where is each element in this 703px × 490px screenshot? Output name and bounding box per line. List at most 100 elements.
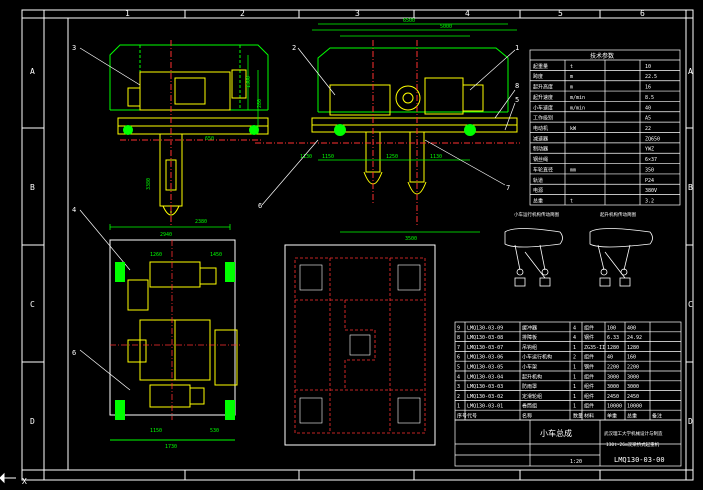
bom-cell: 排障板 — [522, 334, 537, 341]
callout-number: 7 — [506, 184, 510, 192]
bom-cell: 4 — [457, 374, 460, 380]
tech-table-cell: 起升速度 — [533, 94, 553, 101]
bom-header-cell: 单重 — [607, 413, 617, 420]
zone-number: 6 — [640, 9, 645, 18]
dim-label: 1150 — [150, 428, 162, 434]
title-block[interactable] — [454, 419, 682, 467]
bom-cell: 1 — [573, 345, 576, 351]
dim-label: 1260 — [150, 252, 162, 258]
tech-table-cell: t — [570, 64, 573, 70]
tech-table-cell: 工作级别 — [533, 115, 553, 122]
zone-letter: A — [30, 67, 35, 76]
tech-table-cell: 6×37 — [645, 157, 657, 163]
bom-cell: 1 — [457, 404, 460, 410]
tech-table-cell: 16 — [645, 85, 651, 91]
zone-letter: D — [30, 417, 35, 426]
bom-cell: 4 — [573, 325, 576, 331]
bom-cell: 1 — [573, 384, 576, 390]
callout-number: 1 — [515, 44, 519, 52]
callout-number: 6 — [72, 349, 76, 357]
callout-leaders — [79, 47, 516, 391]
bom-cell: 24.92 — [627, 335, 642, 341]
zone-grid — [22, 10, 693, 480]
dim-label: 2940 — [160, 232, 172, 238]
side-view-elevation[interactable]: 2940 2380 3380 1300 280 650 — [109, 40, 269, 238]
zone-labels: 1 2 3 4 5 6 A B C D A B C D — [30, 9, 693, 426]
dim-label: 1730 — [165, 444, 177, 450]
bom-cell: 卷筒组 — [522, 403, 537, 410]
bom-cell: LMQ130-03-09 — [467, 325, 503, 331]
tech-table-cell: m/min — [570, 105, 585, 111]
tech-table-cell: A5 — [645, 116, 651, 122]
bom-cell: 1280 — [627, 345, 639, 351]
tech-table-cell: t — [570, 199, 573, 205]
zone-number: 2 — [240, 9, 245, 18]
bom-cell: LMQ130-03-01 — [467, 404, 503, 410]
zone-number: 1 — [125, 9, 130, 18]
tech-table-cell: 总重 — [533, 198, 543, 205]
plan-view[interactable]: 1260 1450 1150 1730 530 — [109, 239, 240, 450]
bom-cell: 10000 — [627, 404, 642, 410]
transmission-sketch-b[interactable] — [589, 228, 653, 287]
dim-label: 1150 — [322, 154, 334, 160]
dim-label: 5000 — [440, 24, 452, 30]
bom-cell: 4 — [573, 335, 576, 341]
dim-label: 1300 — [246, 76, 252, 88]
zone-letter: D — [688, 417, 693, 426]
bom-cell: 组件 — [584, 403, 594, 410]
bom-cell: 1 — [573, 374, 576, 380]
ucs-cursor-icon — [0, 472, 16, 484]
tech-table-cell: 350 — [645, 167, 654, 173]
bom-cell: 8 — [457, 335, 460, 341]
dim-label: 6500 — [403, 18, 415, 24]
bill-of-materials[interactable] — [454, 321, 682, 421]
bom-header-cell: 序号 — [457, 413, 467, 420]
tech-parameter-table[interactable] — [529, 49, 681, 206]
callout-number: 5 — [515, 96, 519, 104]
dim-label: 650 — [205, 136, 214, 142]
bom-cell: 2 — [573, 355, 576, 361]
bom-cell: LMQ130-03-06 — [467, 355, 503, 361]
tech-table-cell: 减速器 — [533, 135, 548, 142]
front-view-elevation[interactable]: 6500 5000 1150 1250 1130 1130 3500 — [255, 18, 520, 242]
bom-cell: 400 — [627, 325, 636, 331]
bom-cell: 2200 — [627, 365, 639, 371]
zone-number: 5 — [558, 9, 563, 18]
bom-header-cell: 总重 — [627, 413, 637, 420]
tech-table-cell: 22 — [645, 126, 651, 132]
bom-cell: 钢件 — [584, 334, 594, 341]
drawing-code: LMQ130-03-00 — [614, 456, 665, 464]
bom-cell: 40 — [607, 355, 613, 361]
callout-number: 2 — [292, 44, 296, 52]
callout-number: 8 — [515, 82, 519, 90]
tech-table-cell: 小车速度 — [533, 104, 553, 111]
bom-cell: 组件 — [584, 354, 594, 361]
zone-letter: B — [30, 183, 35, 192]
callout-numbers: 3 2 1 8 5 7 6 4 6 — [72, 44, 519, 357]
tech-table-cell: m — [570, 74, 573, 80]
tech-table-cell: P24 — [645, 178, 654, 184]
bom-cell: 2 — [457, 394, 460, 400]
bom-cell: 防雨罩 — [522, 383, 537, 390]
bom-cell: 小车架 — [522, 364, 537, 371]
frame-structure-view[interactable] — [284, 244, 436, 446]
bom-header-cell: 名称 — [522, 413, 532, 420]
bom-cell: 1280 — [607, 345, 619, 351]
scale-value: 1:20 — [570, 459, 582, 465]
dim-label: 3500 — [405, 236, 417, 242]
bom-header-cell: 数量 — [573, 413, 583, 420]
tech-table-cell: 车轮直径 — [533, 166, 553, 173]
drawing-title: 小车总成 — [540, 428, 572, 438]
transmission-sketch-a[interactable] — [504, 228, 563, 287]
tech-table-cell: kW — [570, 126, 577, 132]
zone-letter: B — [688, 183, 693, 192]
tech-table-cell: 电动机 — [533, 125, 548, 132]
bom-cell: 5 — [457, 365, 460, 371]
bom-cell: 组件 — [584, 324, 594, 331]
dim-label: 3380 — [146, 178, 152, 190]
bom-cell: 1 — [573, 404, 576, 410]
dim-label: 1130 — [300, 154, 312, 160]
bom-cell: 7 — [457, 345, 460, 351]
bom-cell: 10000 — [607, 404, 622, 410]
